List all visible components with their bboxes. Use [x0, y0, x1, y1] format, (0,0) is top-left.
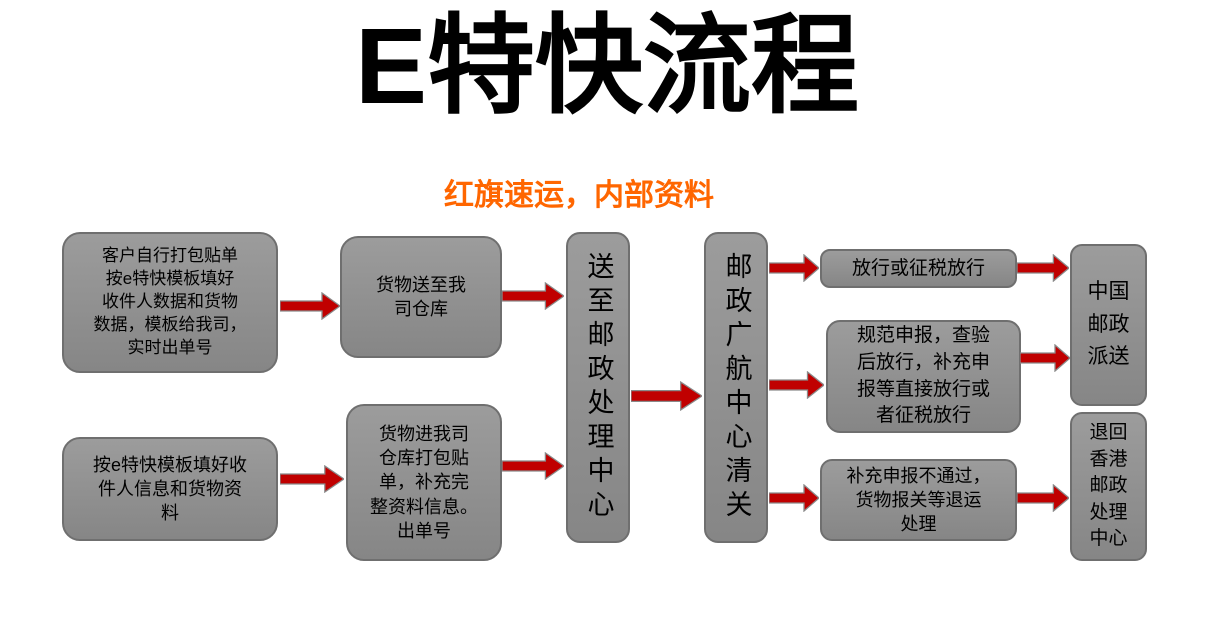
- flow-box-customs-clearance-center: 邮政广航中心清关: [704, 232, 768, 543]
- flow-box-declaration-fail-return: 补充申报不通过， 货物报关等退运 处理: [820, 459, 1017, 541]
- right-arrow-icon: [769, 484, 819, 512]
- right-arrow-icon: [1020, 344, 1070, 372]
- flow-box-standard-declaration: 规范申报，查验 后放行，补充申 报等直接放行或 者征税放行: [826, 320, 1021, 433]
- flow-box-release-or-tax-release: 放行或征税放行: [820, 249, 1017, 288]
- flow-box-customer-self-pack: 客户自行打包贴单 按e特快模板填好 收件人数据和货物 数据，模板给我司， 实时出…: [62, 232, 278, 373]
- flow-box-warehouse-pack-label: 货物进我司 仓库打包贴 单，补充完 整资料信息。 出单号: [346, 404, 502, 561]
- page-title: E特快流程: [354, 5, 860, 126]
- right-arrow-icon: [280, 465, 344, 493]
- flow-box-return-hk-postal-center: 退回 香港 邮政 处理 中心: [1070, 412, 1147, 561]
- flow-box-postal-processing-center: 送至邮政处理中心: [566, 232, 630, 543]
- flow-box-china-post-delivery: 中国 邮政 派送: [1070, 244, 1147, 406]
- page-subtitle: 红旗速运，内部资料: [444, 179, 714, 212]
- right-arrow-icon: [502, 452, 564, 480]
- right-arrow-icon: [631, 381, 702, 411]
- right-arrow-icon: [769, 254, 819, 282]
- right-arrow-icon: [502, 282, 564, 310]
- right-arrow-icon: [280, 292, 340, 320]
- right-arrow-icon: [1017, 254, 1069, 282]
- right-arrow-icon: [769, 371, 824, 399]
- flow-box-goods-to-warehouse: 货物送至我 司仓库: [340, 236, 502, 358]
- right-arrow-icon: [1017, 484, 1069, 512]
- flow-box-template-fill-info: 按e特快模板填好收 件人信息和货物资 料: [62, 437, 278, 541]
